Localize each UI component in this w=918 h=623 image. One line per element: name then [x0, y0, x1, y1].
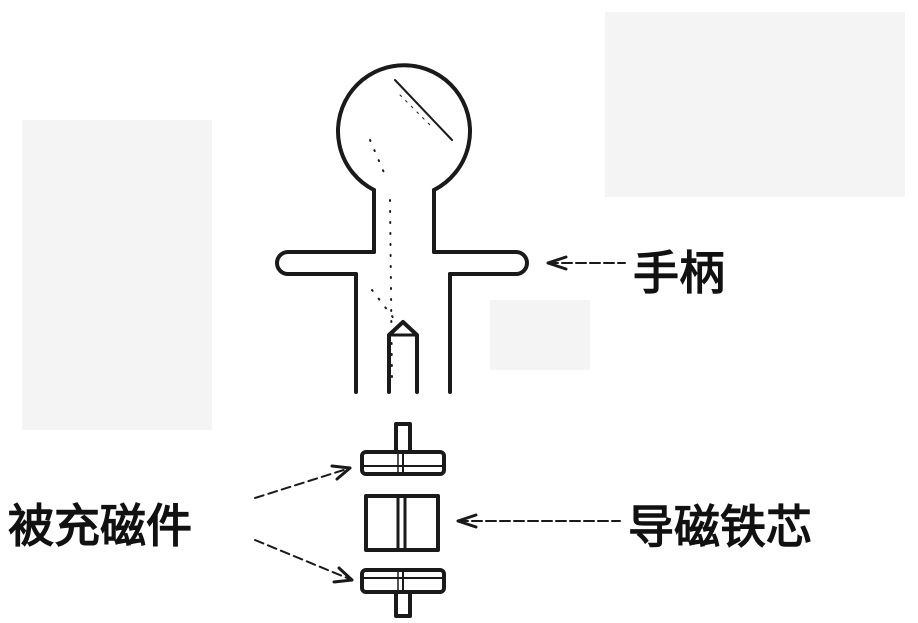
label-handle: 手柄: [633, 246, 725, 300]
magnetic-core: [364, 494, 440, 552]
handle-grip: [275, 250, 376, 276]
handle-stipple: [369, 139, 396, 381]
leader-handle: [546, 255, 626, 271]
leader-parts: [254, 464, 354, 584]
scan-shade-right: [605, 12, 905, 197]
handle-assembly: [275, 63, 529, 394]
knob-hatch: [394, 79, 453, 141]
label-magnetic-core: 导磁铁芯: [628, 500, 812, 554]
label-magnetized-parts: 被充磁件: [8, 499, 192, 553]
handle-pin: [387, 320, 419, 394]
handle-knob: [336, 63, 472, 192]
scan-shade-mid: [490, 300, 590, 370]
scan-shade-left: [22, 120, 212, 430]
knob-hatch: [399, 94, 431, 126]
magnet-part-bottom: [360, 568, 446, 618]
handle-grip: [432, 250, 529, 276]
magnet-part-top: [360, 422, 446, 476]
leader-core: [456, 513, 621, 529]
